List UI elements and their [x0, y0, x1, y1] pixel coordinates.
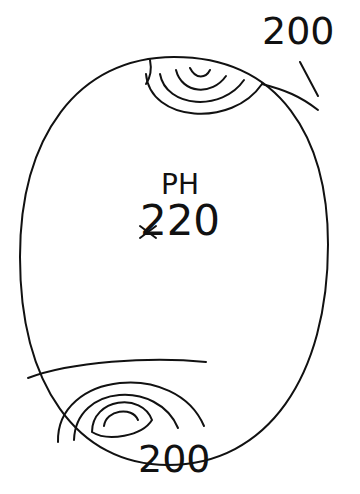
contour-line: [146, 74, 262, 114]
contour-line: [58, 382, 204, 442]
contour-line: [28, 360, 206, 378]
contour-line: [160, 74, 244, 102]
contour-value: 200: [138, 440, 211, 478]
oval-outline-path: [20, 57, 328, 465]
contour-line: [190, 68, 210, 77]
contour-line: [74, 395, 178, 440]
node-text: 220: [140, 199, 220, 243]
leader-line: [300, 62, 318, 96]
node-text: PH: [161, 170, 199, 199]
contour-line: [104, 411, 138, 426]
oval-outline: [18, 55, 330, 467]
oval-region: PH220: [18, 55, 330, 467]
contour-value: 200: [262, 12, 335, 50]
contour-line: [176, 70, 226, 90]
contour-line: [92, 402, 152, 437]
node-text-group: PH220: [140, 170, 220, 243]
